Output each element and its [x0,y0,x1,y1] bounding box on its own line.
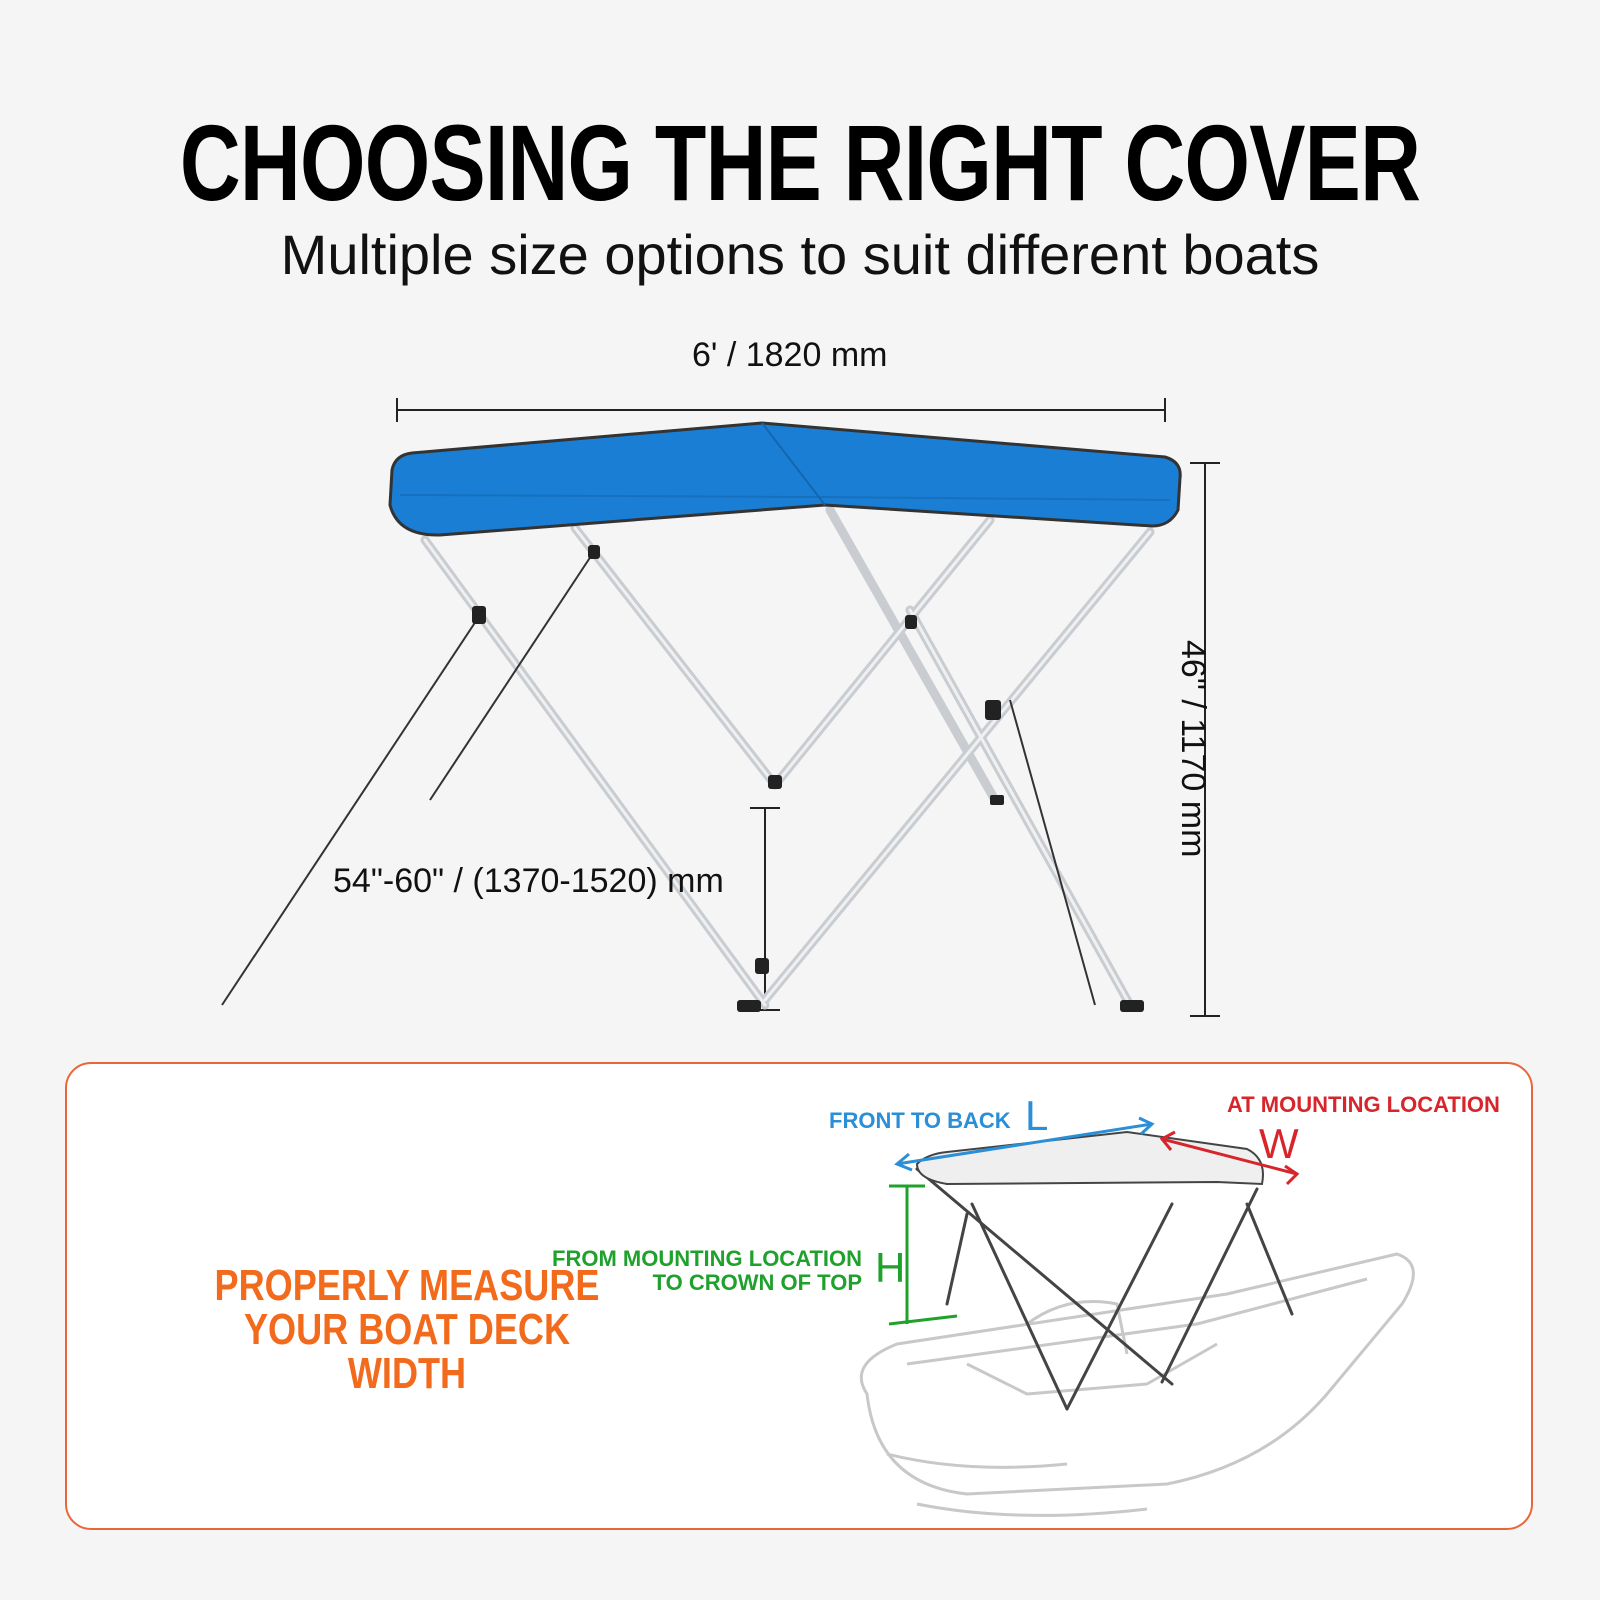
length-arrow [894,1116,1155,1172]
measurement-info-panel: PROPERLY MEASURE YOUR BOAT DECK WIDTH [65,1062,1533,1530]
length-letter: L [1025,1092,1049,1139]
bimini-top-illustration [221,398,1220,1017]
height-letter: H [875,1244,906,1291]
spread-dimension-line [750,807,780,1011]
width-arrow [1159,1130,1300,1186]
measure-callout: PROPERLY MEASURE YOUR BOAT DECK WIDTH [210,1264,604,1396]
width-letter: W [1259,1120,1299,1167]
page-subtitle: Multiple size options to suit different … [280,223,1320,286]
frame-joints [472,545,1144,1012]
measure-callout-line2: YOUR BOAT DECK WIDTH [243,1305,571,1398]
height-label-line1: FROM MOUNTING LOCATION [552,1246,862,1271]
height-bracket [888,1184,958,1326]
boat-measurement-diagram [859,1116,1415,1517]
spread-dimension-label: 54"-60" / (1370-1520) mm [333,862,724,900]
height-dimension-line [1190,462,1220,1017]
width-label: AT MOUNTING LOCATION [1227,1092,1500,1117]
height-label-line2: TO CROWN OF TOP [652,1270,862,1295]
length-label: FRONT TO BACK [829,1108,1011,1133]
diagram-canopy [915,1130,1264,1186]
support-straps [221,549,1096,1006]
diagram-frame [915,1167,1294,1411]
width-dimension-label: 6' / 1820 mm [692,336,888,374]
page-title: CHOOSING THE RIGHT COVER [179,102,1421,223]
width-dimension-line [396,398,1166,422]
measure-callout-line1: PROPERLY MEASURE [214,1261,600,1310]
blue-canopy [388,421,1182,537]
aluminum-frame [420,505,1155,1010]
boat-outline [859,1252,1415,1517]
height-dimension-label: 46" / 1170 mm [1174,640,1212,858]
